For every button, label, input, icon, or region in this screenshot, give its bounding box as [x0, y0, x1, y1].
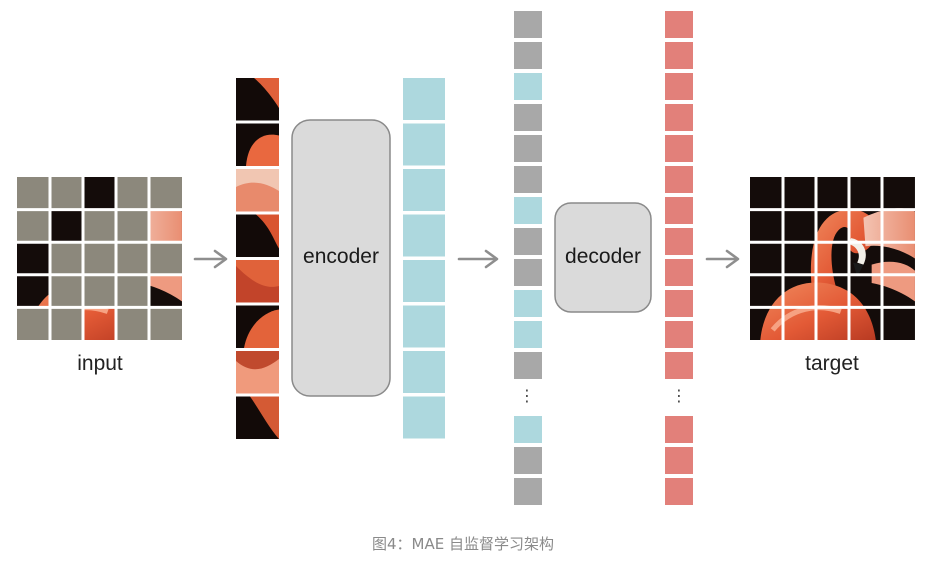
- masked-patch: [50, 177, 83, 210]
- masked-patch: [116, 274, 149, 308]
- mask-token: [514, 478, 542, 505]
- masked-patch: [116, 242, 149, 275]
- patch-content: [236, 359, 279, 394]
- encoded-token: [403, 305, 445, 348]
- decoder-label: decoder: [565, 245, 641, 268]
- output-token: [665, 290, 693, 317]
- patch-content: [236, 182, 279, 212]
- mask-token: [514, 228, 542, 255]
- mask-token: [514, 135, 542, 162]
- output-token: [665, 73, 693, 100]
- masked-patch: [83, 209, 116, 243]
- patch-content: [256, 214, 279, 249]
- output-token: [665, 259, 693, 286]
- masked-patch: [116, 177, 149, 210]
- masked-patch: [17, 307, 50, 340]
- visible-token: [514, 197, 542, 224]
- masked-patch: [83, 274, 116, 308]
- masked-patch: [17, 177, 50, 210]
- decoder-output-ellipsis: ⋮: [671, 388, 687, 405]
- patch-content: [236, 266, 279, 303]
- arrow-encoder-to-decoder-input: [457, 249, 499, 269]
- encoded-token: [403, 123, 445, 166]
- mask-token: [514, 447, 542, 474]
- encoded-token: [403, 351, 445, 393]
- masked-patch: [116, 307, 149, 340]
- encoded-token: [403, 214, 445, 257]
- masked-patch: [83, 242, 116, 275]
- input-grid-lines: [17, 177, 182, 340]
- masked-patch: [50, 242, 83, 275]
- encoded-token: [403, 169, 445, 211]
- output-token: [665, 321, 693, 348]
- output-token: [665, 478, 693, 505]
- arrow-input-to-patches: [193, 249, 228, 269]
- output-token: [665, 352, 693, 379]
- masked-patch: [50, 307, 83, 340]
- patch-content: [244, 309, 279, 348]
- output-token: [665, 42, 693, 69]
- target-image: [750, 177, 915, 340]
- figure-caption: 图4：MAE 自监督学习架构: [372, 535, 554, 553]
- masked-patch: [116, 209, 149, 243]
- input-image: [17, 177, 182, 340]
- decoder-input-sequence: [514, 11, 542, 505]
- visible-token: [514, 73, 542, 100]
- output-token: [665, 197, 693, 224]
- patch-content: [246, 134, 279, 166]
- mask-token: [514, 42, 542, 69]
- arrow-decoder-to-target: [705, 249, 740, 269]
- output-token: [665, 447, 693, 474]
- encoded-tokens-column: [403, 78, 445, 439]
- visible-token: [514, 321, 542, 348]
- encoded-token: [403, 78, 445, 120]
- output-token: [665, 135, 693, 162]
- encoded-token: [403, 396, 445, 439]
- encoded-token: [403, 260, 445, 302]
- output-token: [665, 416, 693, 443]
- target-grid-lines: [750, 177, 915, 340]
- patch-content: [250, 396, 279, 439]
- encoder-label: encoder: [303, 245, 379, 268]
- decoder-block: [554, 202, 652, 313]
- output-token: [665, 11, 693, 38]
- visible-patches-column: [236, 78, 279, 439]
- input-mask-patches: [17, 177, 182, 340]
- visible-token: [514, 416, 542, 443]
- masked-patch: [149, 307, 182, 340]
- patch-content: [254, 78, 279, 108]
- visible-token: [514, 290, 542, 317]
- mask-token: [514, 352, 542, 379]
- target-label: target: [805, 352, 859, 375]
- output-token: [665, 228, 693, 255]
- decoder-output-sequence: [665, 11, 693, 505]
- mask-token: [514, 166, 542, 193]
- mask-token: [514, 259, 542, 286]
- masked-patch: [149, 177, 182, 210]
- masked-patch: [17, 209, 50, 243]
- mask-token: [514, 104, 542, 131]
- masked-patch: [50, 274, 83, 308]
- decoder-input-ellipsis: ⋮: [519, 388, 535, 405]
- output-token: [665, 166, 693, 193]
- output-token: [665, 104, 693, 131]
- input-label: input: [77, 352, 123, 375]
- masked-patch: [149, 242, 182, 275]
- mask-token: [514, 11, 542, 38]
- encoder-block: [291, 119, 391, 397]
